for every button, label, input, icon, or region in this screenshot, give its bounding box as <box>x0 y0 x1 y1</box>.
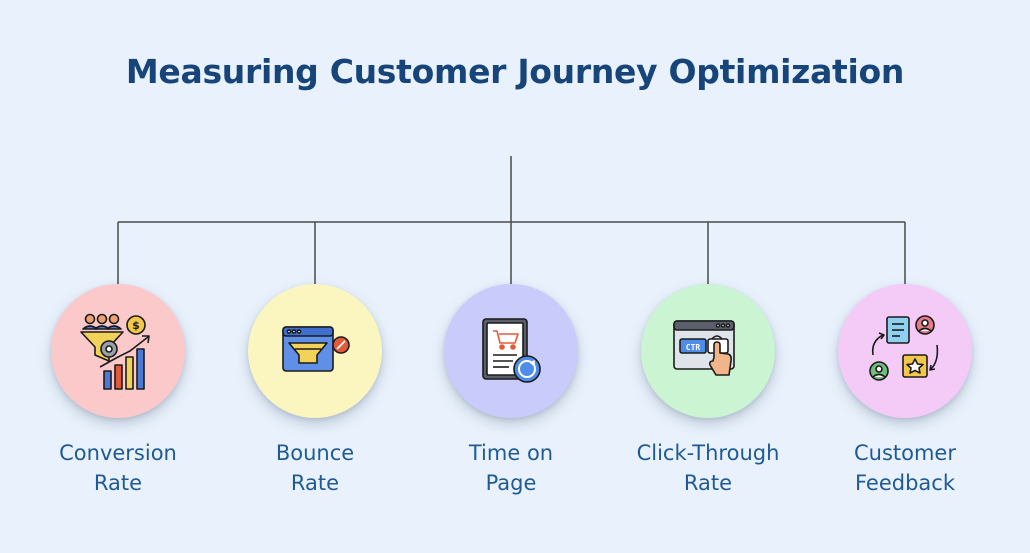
metric-label-line2: Rate <box>290 471 340 495</box>
metric-label: Customer Feedback <box>830 438 980 498</box>
metric-label: Click-Through Rate <box>633 438 783 498</box>
page-title: Measuring Customer Journey Optimization <box>125 52 905 91</box>
metric-label-line2: Rate <box>683 471 733 495</box>
metric-label-line2: Page <box>485 471 537 495</box>
metric-label-line1: Click-Through <box>636 441 780 465</box>
metric-label-line2: Feedback <box>854 471 955 495</box>
metric-label-line2: Rate <box>93 471 143 495</box>
metric-conversion-rate: $ Conversion Rate <box>43 284 193 498</box>
feedback-cycle-icon <box>869 315 939 381</box>
funnel-chart-icon: $ <box>80 313 150 390</box>
metric-time-on-page: Time on Page <box>436 284 586 498</box>
metric-click-through-rate: CTR Click-Through Rate <box>633 284 783 498</box>
ctr-click-icon: CTR <box>673 320 735 376</box>
metric-circle <box>444 284 578 418</box>
metric-circle: CTR <box>641 284 775 418</box>
metric-label-line1: Conversion <box>59 441 177 465</box>
metric-label: Bounce Rate <box>240 438 390 498</box>
metric-bounce-rate: Bounce Rate <box>240 284 390 498</box>
metric-label: Time on Page <box>436 438 586 498</box>
metric-label-line1: Customer <box>853 441 956 465</box>
metric-label: Conversion Rate <box>43 438 193 498</box>
metric-circle <box>838 284 972 418</box>
metric-label-line1: Time on <box>468 441 554 465</box>
metric-circle: $ <box>51 284 185 418</box>
cart-timer-icon <box>482 318 541 383</box>
metric-label-line1: Bounce <box>275 441 355 465</box>
svg-text:CTR: CTR <box>686 343 701 352</box>
browser-bounce-icon <box>282 326 350 372</box>
svg-text:$: $ <box>132 319 140 332</box>
metric-customer-feedback: Customer Feedback <box>830 284 980 498</box>
metric-circle <box>248 284 382 418</box>
